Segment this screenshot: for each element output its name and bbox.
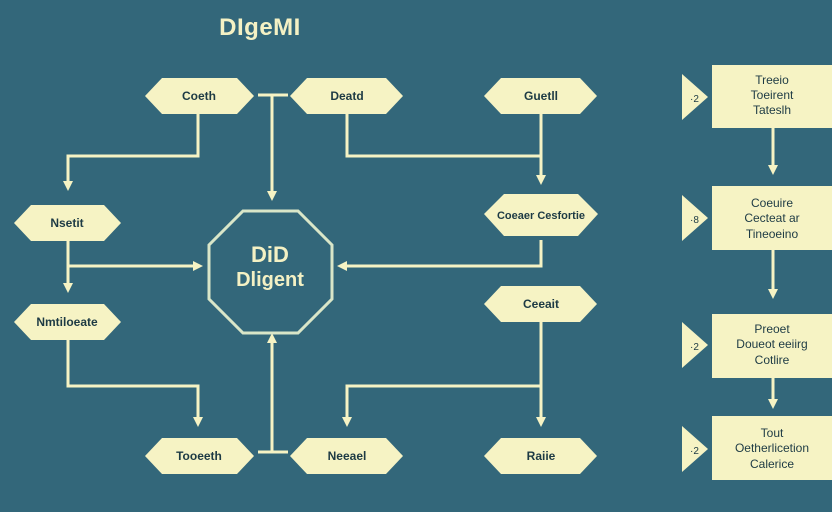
right-panel: ·2 Treeio Toeirent Tateslh ·8 Coeuire Ce…	[682, 65, 832, 480]
center-line-1: DiD	[251, 242, 289, 267]
svg-text:Oetherlicetion: Oetherlicetion	[735, 441, 809, 455]
svg-text:Doueot eeiirg: Doueot eeiirg	[736, 337, 807, 351]
node-deatd: Deatd	[290, 78, 403, 114]
svg-text:Cotlire: Cotlire	[755, 353, 790, 367]
connector-bottom-bracket	[258, 336, 288, 454]
svg-text:·2: ·2	[690, 342, 699, 353]
node-coeaer-line-1: Coeaer Cesfortie	[497, 210, 585, 222]
panel-step-3: ·2 Preoet Doueot eeiirg Cotlire	[682, 314, 832, 378]
svg-text:Tout: Tout	[761, 426, 784, 440]
svg-text:Nmtiloeate: Nmtiloeate	[36, 315, 98, 329]
svg-text:Raiie: Raiie	[527, 449, 556, 463]
svg-text:Deatd: Deatd	[330, 89, 363, 103]
svg-text:Preoet: Preoet	[754, 322, 790, 336]
center-line-2: Dligent	[236, 269, 304, 291]
node-coeth: Coeth	[145, 78, 254, 114]
node-nsetit: Nsetit	[14, 205, 121, 241]
node-neeael: Neeael	[290, 438, 403, 474]
svg-text:·2: ·2	[690, 446, 699, 457]
connector-nmtiloeate-tooeeth	[66, 340, 203, 427]
connectors	[63, 93, 778, 454]
panel-step-4: ·2 Tout Oetherlicetion Calerice	[682, 416, 832, 480]
node-guetll: Guetll	[484, 78, 597, 114]
svg-text:Guetll: Guetll	[524, 89, 558, 103]
connector-coeth-nsetit	[63, 114, 200, 191]
center-octagon	[207, 209, 334, 335]
center-node: DiD Dligent	[207, 209, 334, 335]
node-tooeeth: Tooeeth	[145, 438, 254, 474]
panel-marker-triangle	[682, 195, 708, 241]
svg-text:Tineoeino: Tineoeino	[746, 227, 799, 241]
node-raiie: Raiie	[484, 438, 597, 474]
node-coeaer: Coeaer Cesfortie	[484, 194, 598, 236]
connector-top-bracket	[258, 93, 288, 198]
node-nmtiloeate: Nmtiloeate	[14, 304, 121, 340]
svg-text:Cecteat ar: Cecteat ar	[744, 211, 799, 225]
svg-text:Neeael: Neeael	[328, 449, 367, 463]
svg-text:·2: ·2	[690, 94, 699, 105]
svg-text:·8: ·8	[690, 215, 699, 226]
node-ceeait: Ceeait	[484, 286, 597, 322]
svg-text:Nsetit: Nsetit	[50, 216, 83, 230]
process-nodes: Coeth Deatd Guetll Nsetit Coeaer Cesfort…	[14, 78, 598, 474]
svg-text:Tateslh: Tateslh	[753, 103, 791, 117]
svg-text:Toeirent: Toeirent	[751, 88, 794, 102]
svg-text:Coeuire: Coeuire	[751, 196, 793, 210]
svg-text:Ceeait: Ceeait	[523, 297, 559, 311]
connector-ceeait-neeael	[342, 322, 543, 427]
panel-marker-triangle	[682, 426, 708, 472]
svg-text:Treeio: Treeio	[755, 73, 789, 87]
diagram-title: DIgeMI	[219, 14, 301, 41]
panel-marker-triangle	[682, 322, 708, 368]
svg-text:Coeth: Coeth	[182, 89, 216, 103]
connector-coeaer-center	[337, 240, 543, 271]
panel-marker-triangle	[682, 74, 708, 120]
connector-nsetit-center	[66, 238, 203, 271]
svg-text:Tooeeth: Tooeeth	[176, 449, 222, 463]
panel-step-2: ·8 Coeuire Cecteat ar Tineoeino	[682, 186, 832, 250]
svg-text:Calerice: Calerice	[750, 457, 794, 471]
panel-step-1: ·2 Treeio Toeirent Tateslh	[682, 65, 832, 128]
connector-deatd-coeaer	[345, 114, 546, 185]
